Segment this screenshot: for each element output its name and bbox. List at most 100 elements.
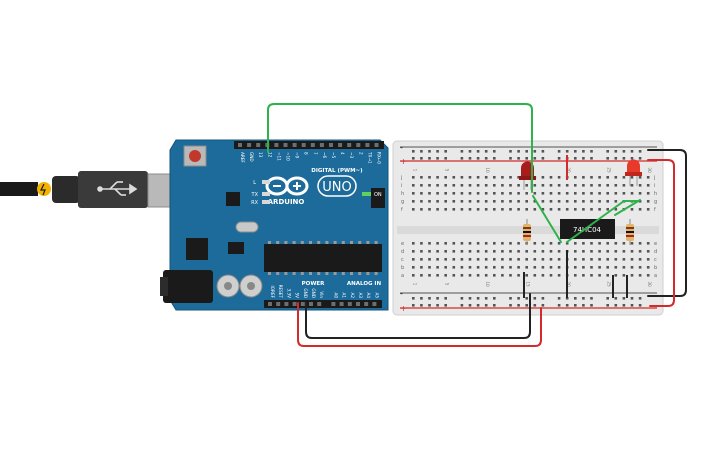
- power-pin-label: GND: [303, 288, 308, 298]
- column-number: 25: [607, 281, 612, 287]
- column-number: 15: [526, 281, 531, 287]
- row-letter: b: [654, 265, 657, 271]
- row-letter: h: [654, 191, 657, 197]
- power-pin-label: 3.3V: [286, 288, 291, 298]
- column-number: 25: [607, 167, 612, 173]
- capacitor-2: [239, 274, 263, 298]
- column-number: 10: [485, 281, 490, 287]
- capacitor-1: [216, 274, 240, 298]
- column-number: 5: [445, 169, 450, 172]
- crystal: [235, 221, 259, 233]
- led-1: [519, 161, 536, 190]
- wires: [267, 103, 687, 347]
- power-pin-label: A5: [374, 292, 379, 298]
- digital-pin-label: 4: [340, 152, 345, 155]
- row-letter: f: [401, 207, 403, 213]
- power-pin-label: A2: [350, 292, 355, 298]
- column-number: 1: [412, 169, 417, 172]
- digital-header: [234, 141, 384, 149]
- resistor-2: [626, 219, 634, 245]
- row-letter: i: [654, 183, 655, 189]
- analog-header-label: ANALOG IN: [347, 281, 382, 287]
- row-letter: c: [401, 257, 404, 263]
- row-letter: d: [654, 249, 657, 255]
- digital-pin-label: ~11: [276, 152, 281, 161]
- atmega-chip: [264, 244, 382, 272]
- column-number: 20: [566, 281, 571, 287]
- arduino-uno-board: ARDUINO UNO L TX RX ON DIGITAL (PWM~) AR…: [160, 139, 389, 311]
- led-tx-indicator: TX: [251, 192, 270, 198]
- digital-pin-label: TX→1: [367, 151, 372, 164]
- digital-pin-label: ~6: [322, 152, 327, 159]
- svg-text:L: L: [253, 180, 256, 186]
- jumper-leads: [523, 155, 628, 298]
- digital-pin-label: ~5: [331, 152, 336, 159]
- power-pin-label: GND: [311, 288, 316, 298]
- column-number: 5: [445, 283, 450, 286]
- rail-plus-bottom: +: [400, 304, 407, 313]
- power-pin-label: Vin: [319, 291, 324, 298]
- row-letter: a: [401, 273, 404, 279]
- usb-plug-tip-icon: [37, 182, 51, 196]
- reset-button[interactable]: [183, 145, 207, 167]
- power-jack: [163, 270, 213, 303]
- resistor-1: [523, 219, 531, 245]
- digital-pin-label: 12: [267, 152, 272, 158]
- digital-pin-label: GND: [249, 152, 254, 162]
- row-letter: i: [401, 183, 402, 189]
- row-letter: h: [401, 191, 404, 197]
- wire-red-rail: [647, 159, 675, 307]
- power-pin-label: A4: [366, 292, 371, 298]
- rail-minus-bottom: -: [400, 289, 403, 298]
- power-pin-label: RESET: [278, 285, 283, 299]
- inverter-chip-74hc04: 74HC04: [560, 219, 615, 239]
- row-letter: c: [654, 257, 657, 263]
- wire-black-gnd: [305, 293, 531, 339]
- row-letter: a: [654, 273, 657, 279]
- power-pin-label: A0: [333, 292, 338, 298]
- led-2: [625, 159, 642, 186]
- digital-pin-label: AREF: [240, 152, 245, 163]
- wire-black-rail: [647, 149, 687, 297]
- led-l-indicator: L: [253, 180, 270, 186]
- arduino-logo: [265, 176, 309, 196]
- wire-green-pin13: [267, 103, 533, 193]
- digital-pin-label: RX←0: [377, 152, 382, 164]
- wire-green-led2: [614, 199, 641, 216]
- digital-header-label: DIGITAL (PWM~): [311, 168, 363, 174]
- power-header-label: POWER: [302, 281, 326, 287]
- digital-pin-label: 7: [313, 152, 318, 155]
- wire-green-chip-in: [532, 195, 562, 243]
- row-letter: e: [654, 241, 657, 247]
- svg-text:RX: RX: [251, 200, 258, 206]
- wire-green-chip-out: [566, 200, 639, 243]
- power-pin-label: 5V: [295, 292, 300, 298]
- usb-symbol-icon: [97, 181, 138, 196]
- digital-pin-label: 8: [304, 152, 309, 155]
- power-pin-label: A1: [342, 292, 347, 298]
- row-letter: b: [401, 265, 404, 271]
- column-number: 20: [566, 167, 571, 173]
- model-badge: [317, 175, 357, 197]
- digital-pin-label: 13: [258, 152, 263, 158]
- rail-minus-top: -: [400, 143, 403, 152]
- row-letter: g: [401, 199, 404, 205]
- brand-label: ARDUINO: [268, 198, 305, 206]
- digital-pin-label: ~10: [286, 152, 291, 161]
- model-label: UNO: [322, 180, 351, 195]
- row-letter: f: [654, 207, 656, 213]
- row-letter: j: [400, 175, 402, 181]
- svg-text:ON: ON: [374, 192, 382, 198]
- row-letter: d: [401, 249, 404, 255]
- led-rx-indicator: RX: [251, 200, 270, 206]
- led-on-indicator: ON: [362, 192, 382, 198]
- rail-plus-top: +: [400, 157, 407, 166]
- power-pin-label: IOREF: [270, 286, 275, 299]
- row-letter: e: [401, 241, 404, 247]
- digital-pin-label: 2: [358, 152, 363, 155]
- digital-pin-label: ~3: [349, 152, 354, 159]
- column-number: 30: [647, 167, 652, 173]
- voltage-regulator: [186, 238, 208, 260]
- column-number: 1: [412, 283, 417, 286]
